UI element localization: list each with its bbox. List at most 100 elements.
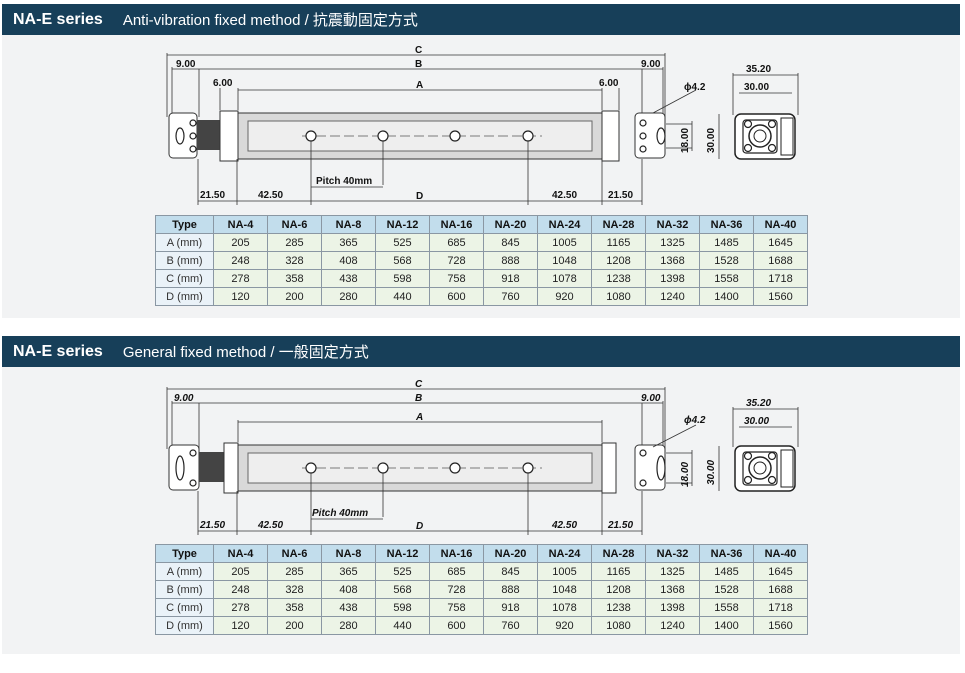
table-cell: 1528 xyxy=(699,251,754,270)
table-header: NA-36 xyxy=(699,544,754,563)
table-cell: 760 xyxy=(483,287,538,306)
table-header: NA-6 xyxy=(267,215,322,234)
table-row-label: A (mm) xyxy=(155,562,214,581)
table-cell: 1688 xyxy=(753,251,808,270)
table-cell: 1688 xyxy=(753,580,808,599)
table-row-label: D (mm) xyxy=(155,287,214,306)
dim-hole: ϕ4.2 xyxy=(684,415,706,426)
table-cell: 600 xyxy=(429,616,484,635)
table-cell: 358 xyxy=(267,269,322,288)
table-header: NA-4 xyxy=(213,544,268,563)
table-header: NA-12 xyxy=(375,215,430,234)
table-header: NA-16 xyxy=(429,215,484,234)
table-row: D (mm) 120 200 280 440 600 760 920 1080 … xyxy=(155,287,808,306)
end-view xyxy=(718,407,799,492)
dim-right-21: 21.50 xyxy=(608,190,633,201)
dim-height-18: 18.00 xyxy=(680,462,691,487)
table-cell: 1005 xyxy=(537,562,592,581)
table-header: NA-8 xyxy=(321,544,376,563)
table-header: NA-28 xyxy=(591,544,646,563)
connector xyxy=(199,452,224,482)
table-cell: 248 xyxy=(213,580,268,599)
dim-pitch: Pitch 40mm xyxy=(312,508,368,519)
table-cell: 1368 xyxy=(645,580,700,599)
dim-left-42: 42.50 xyxy=(258,190,283,201)
table-cell: 525 xyxy=(375,562,430,581)
right-endcap xyxy=(601,442,617,494)
table-row-label: C (mm) xyxy=(155,598,214,617)
mount-hole xyxy=(377,462,389,474)
dim-right-42: 42.50 xyxy=(551,520,577,531)
table-row: D (mm) 120 200 280 440 600 760 920 1080 … xyxy=(155,616,808,635)
spec-table: Type NA-4 NA-6 NA-8 NA-12 NA-16 NA-20 NA… xyxy=(155,544,808,635)
table-row-label: B (mm) xyxy=(155,580,214,599)
dim-width-35: 35.20 xyxy=(746,398,771,409)
dim-d: D xyxy=(416,521,423,532)
dim-left-21: 21.50 xyxy=(199,520,225,531)
table-row-label: A (mm) xyxy=(155,233,214,252)
end-view xyxy=(718,73,799,160)
dim-left-9: 9.00 xyxy=(174,393,194,404)
table-cell: 525 xyxy=(375,233,430,252)
table-row: C (mm) 278 358 438 598 758 918 1078 1238… xyxy=(155,269,808,288)
dimension-drawing: C B A D 9.00 9.00 ϕ4.2 18.00 30.00 35.20… xyxy=(166,379,799,535)
table-cell: 598 xyxy=(375,598,430,617)
table-row: B (mm) 248 328 408 568 728 888 1048 1208… xyxy=(155,251,808,270)
table-cell: 1400 xyxy=(699,616,754,635)
dim-right-42: 42.50 xyxy=(552,190,577,201)
table-cell: 758 xyxy=(429,269,484,288)
mount-hole xyxy=(377,130,389,142)
table-header: NA-24 xyxy=(537,544,592,563)
table-cell: 280 xyxy=(321,616,376,635)
dim-width-30: 30.00 xyxy=(744,416,769,427)
table-cell: 918 xyxy=(483,598,538,617)
table-cell: 278 xyxy=(213,598,268,617)
mount-hole xyxy=(522,462,534,474)
dim-b: B xyxy=(415,393,422,404)
table-cell: 918 xyxy=(483,269,538,288)
dim-a: A xyxy=(416,80,423,91)
table-cell: 920 xyxy=(537,287,592,306)
dim-left-21: 21.50 xyxy=(200,190,225,201)
table-row: A (mm) 205 285 365 525 685 845 1005 1165… xyxy=(155,562,808,581)
table-header: Type xyxy=(155,544,214,563)
table-cell: 760 xyxy=(483,616,538,635)
table-header: NA-36 xyxy=(699,215,754,234)
table-cell: 728 xyxy=(429,580,484,599)
table-header: NA-16 xyxy=(429,544,484,563)
dim-b: B xyxy=(415,59,422,70)
table-cell: 1325 xyxy=(645,562,700,581)
table-cell: 1240 xyxy=(645,287,700,306)
mount-hole xyxy=(449,462,461,474)
table-cell: 200 xyxy=(267,616,322,635)
table-header: NA-28 xyxy=(591,215,646,234)
table-cell: 120 xyxy=(213,616,268,635)
table-row: C (mm) 278 358 438 598 758 918 1078 1238… xyxy=(155,598,808,617)
table-cell: 598 xyxy=(375,269,430,288)
table-cell: 1400 xyxy=(699,287,754,306)
mount-hole xyxy=(449,130,461,142)
table-cell: 328 xyxy=(267,251,322,270)
table-cell: 1398 xyxy=(645,269,700,288)
table-cell: 728 xyxy=(429,251,484,270)
table-cell: 285 xyxy=(267,562,322,581)
table-cell: 408 xyxy=(321,580,376,599)
table-cell: 1398 xyxy=(645,598,700,617)
table-cell: 1368 xyxy=(645,251,700,270)
dim-a: A xyxy=(415,412,423,423)
table-header: Type xyxy=(155,215,214,234)
method-title: General fixed method / 一般固定方式 xyxy=(122,344,369,361)
table-row-label: B (mm) xyxy=(155,251,214,270)
table-header: NA-20 xyxy=(483,215,538,234)
table-cell: 408 xyxy=(321,251,376,270)
table-cell: 1558 xyxy=(699,269,754,288)
table-cell: 365 xyxy=(321,233,376,252)
general-fixed-section: NA-E series General fixed method / 一般固定方… xyxy=(2,336,960,654)
section-header: NA-E series Anti-vibration fixed method … xyxy=(2,4,960,35)
dim-right-9: 9.00 xyxy=(641,393,661,404)
table-header: NA-20 xyxy=(483,544,538,563)
table-cell: 328 xyxy=(267,580,322,599)
table-cell: 440 xyxy=(375,287,430,306)
table-header: NA-12 xyxy=(375,544,430,563)
table-cell: 438 xyxy=(321,269,376,288)
